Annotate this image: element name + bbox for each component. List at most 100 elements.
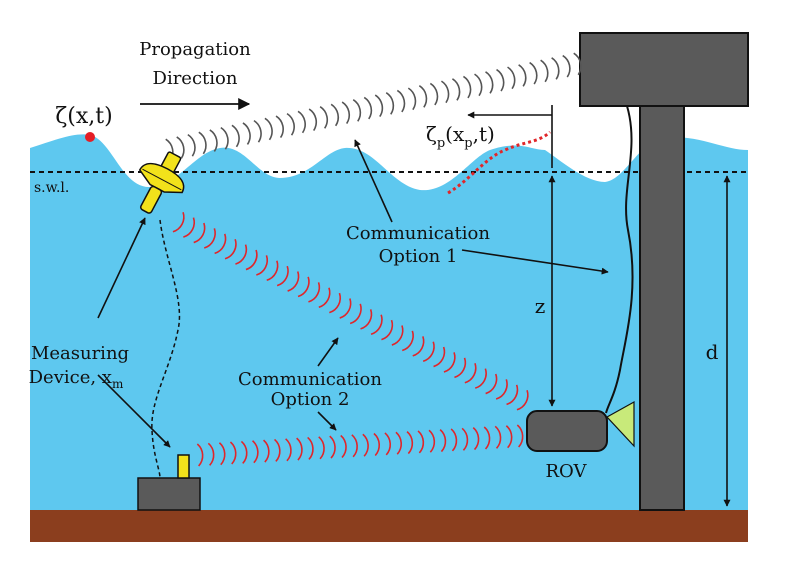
signal-arc (396, 89, 406, 113)
signal-arc (264, 117, 273, 141)
signal-arc (341, 101, 351, 125)
signal-arc (242, 122, 251, 145)
signal-arc (422, 341, 435, 363)
measuring-label-line2: Device, xm (29, 367, 124, 391)
measuring-pointer-buoy (97, 217, 146, 319)
signal-arc (203, 228, 216, 249)
acoustic-signal-surface-path (165, 52, 582, 162)
signal-arc (262, 439, 270, 463)
signal-arc (485, 71, 494, 94)
signal-arc (529, 61, 538, 85)
signal-arc (351, 434, 358, 458)
surface-buoy-icon (138, 151, 185, 214)
signal-arc (506, 384, 519, 406)
signal-arc (495, 379, 508, 400)
signal-arc (229, 441, 237, 465)
signal-arc (273, 438, 281, 462)
signal-arc (417, 430, 425, 454)
wave-profile-label: ζp(xp,t) (426, 122, 495, 151)
acoustic-signal-seabed-to-rov (196, 424, 524, 467)
signal-arc (551, 57, 560, 80)
propagation-label-line2: Direction (153, 68, 238, 89)
signal-arc (485, 373, 498, 395)
signal-arc (330, 103, 340, 127)
comm2-pointer-up (317, 337, 339, 367)
signal-arc (474, 73, 483, 97)
signal-arc (183, 217, 195, 238)
signal-arc (235, 244, 248, 265)
signal-arc (474, 368, 487, 389)
signal-arc (483, 426, 491, 450)
signal-arc (176, 136, 185, 159)
rov-icon (526, 400, 635, 452)
signal-arc (218, 442, 226, 466)
signal-arc (429, 82, 439, 106)
signal-arc (198, 131, 207, 155)
mooring-line (151, 219, 181, 479)
propagation-label-line1: Propagation (139, 39, 251, 60)
signal-arc (276, 265, 289, 287)
signal-arc (352, 99, 362, 122)
signal-arc (407, 87, 417, 111)
signal-arc (296, 437, 303, 461)
signal-arc (349, 303, 362, 325)
signal-arc (172, 211, 185, 233)
signal-arc (360, 309, 373, 330)
swl-label: s.w.l. (34, 180, 69, 196)
signal-arc (384, 432, 392, 456)
measuring-pointer-sensor (97, 374, 171, 448)
signal-arc (462, 75, 472, 99)
signal-arc (518, 64, 527, 87)
comm1-label-line2: Option 1 (379, 246, 458, 267)
signal-arc (418, 85, 428, 108)
signal-arc (307, 436, 314, 460)
signal-arc (540, 59, 549, 83)
signal-arc (253, 119, 262, 143)
signal-arc (412, 336, 425, 357)
signal-arc (266, 260, 279, 282)
comm1-pointer-wave (354, 139, 393, 223)
signal-arc (308, 282, 321, 303)
signal-arc (187, 133, 196, 157)
signal-arc (318, 287, 331, 309)
signal-arc (231, 124, 240, 148)
depth-z-label: z (535, 294, 546, 318)
signal-arc (439, 429, 447, 453)
signal-arc (573, 52, 582, 76)
signal-arc (433, 346, 446, 368)
signal-arc (395, 431, 403, 455)
signal-arc (329, 435, 336, 459)
signal-arc (443, 352, 456, 373)
signal-arc (318, 436, 325, 460)
comm1-pointer-cable (461, 249, 609, 275)
rov-label: ROV (546, 461, 588, 482)
signal-arc (406, 431, 414, 455)
signal-arc (464, 362, 477, 384)
signal-arc (391, 325, 404, 346)
signal-arc (285, 438, 292, 462)
signal-arc (245, 249, 258, 271)
signal-arc (224, 238, 237, 260)
signal-arc (363, 96, 373, 120)
signal-arc (340, 434, 347, 459)
signal-arc (370, 314, 383, 336)
signal-arc (496, 68, 505, 92)
signal-arc (256, 255, 268, 276)
signal-arc (505, 425, 513, 449)
signal-arc (374, 94, 384, 118)
signal-arc (308, 108, 318, 132)
comm2-label-line1: Communication (238, 369, 382, 390)
signal-arc (362, 433, 369, 457)
comm1-label-line1: Communication (346, 223, 490, 244)
signal-arc (207, 442, 215, 466)
signal-arc (286, 112, 295, 136)
signal-arc (196, 443, 204, 467)
signal-arc (440, 80, 450, 104)
comm2-pointer-down (317, 411, 337, 431)
acoustic-signal-buoy-to-rov (172, 211, 529, 411)
signal-arc (329, 292, 341, 314)
signal-arc (319, 106, 329, 129)
signal-arc (461, 427, 469, 451)
offshore-platform-icon (579, 32, 749, 511)
